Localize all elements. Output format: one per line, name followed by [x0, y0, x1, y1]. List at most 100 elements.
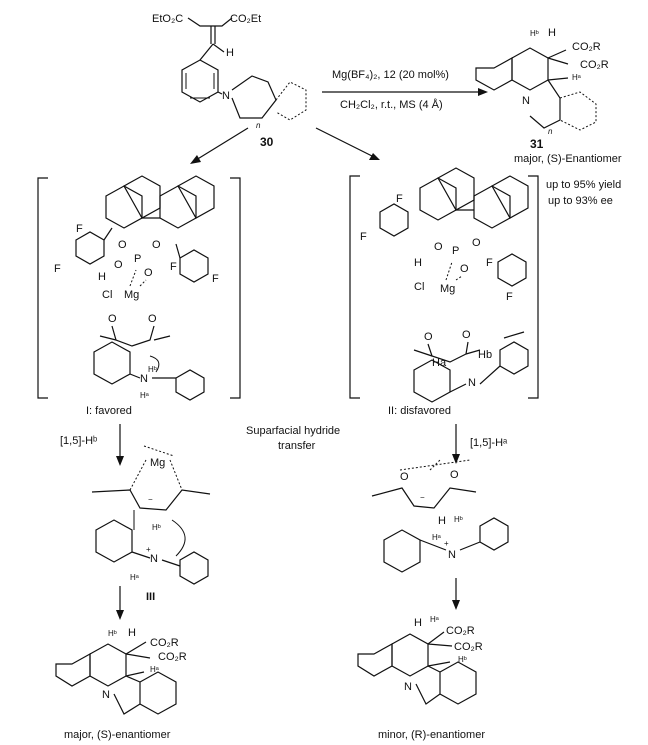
n-index-top: n	[256, 121, 261, 130]
minus-charge-right: −	[420, 493, 425, 502]
f-atom-8: F	[506, 291, 513, 303]
f-atom-4: F	[212, 273, 219, 285]
o-atom-8: O	[472, 237, 481, 249]
cl-atom: Cl	[102, 289, 112, 301]
hb-bottom-right: Hᵇ	[458, 655, 467, 664]
o-atom-10: O	[424, 331, 433, 343]
o-atom-2: O	[152, 239, 161, 251]
o-atom-4: O	[144, 267, 153, 279]
major-product-bottom: Hᵇ H CO₂R CO₂R Hᵃ N major, (S)-enantiome…	[55, 627, 187, 741]
conditions-line-1: Mg(BF₄)₂, 12 (20 mol%)	[332, 69, 449, 81]
ha-right-int: Hᵃ	[432, 533, 442, 542]
f-atom-7: F	[486, 257, 493, 269]
co2r-1-bottom-left: CO₂R	[150, 637, 179, 649]
intermediate-III: Mg − N + Hᵇ Hᵃ III	[91, 445, 211, 603]
mg-atom: Mg	[124, 289, 139, 301]
ha-III: Hᵃ	[130, 573, 140, 582]
center-note-line-2: transfer	[278, 440, 316, 452]
h-atom-phos-2: H	[414, 257, 422, 269]
compound-30-structure: EtO₂C CO₂Et H N n 30	[152, 13, 307, 149]
transition-state-II: F F F F O O P O H Cl Mg O O Ha Hb N II: …	[349, 167, 539, 417]
vinyl-h-label: H	[226, 47, 234, 59]
ha-ts1: Hᵃ	[140, 391, 150, 400]
ha-top-right: Hᵃ	[572, 73, 582, 82]
n-atom-ts1: N	[140, 373, 148, 385]
ester-right-label: CO₂Et	[230, 13, 261, 25]
cl-atom-2: Cl	[414, 281, 424, 293]
co2r-1-top-right: CO₂R	[572, 41, 601, 53]
mg-atom-3: Mg	[150, 457, 165, 469]
p-atom-2: P	[452, 245, 459, 257]
h-atom-right-int: H	[438, 515, 446, 527]
shift-arrow-right: [1,5]-Hᵃ	[452, 424, 508, 464]
h-bottom-right: H	[414, 617, 422, 629]
intermediate-right: O O − H Hᵃ N + Hᵇ	[371, 459, 509, 573]
branch-arrows	[190, 127, 380, 164]
hb-top-right: Hᵇ	[530, 29, 539, 38]
product-arrows	[116, 578, 460, 620]
compound-31-structure: Hᵇ H CO₂R CO₂R Hᵃ N n 31 major, (S)-Enan…	[475, 27, 622, 207]
hb-III: Hᵇ	[152, 523, 161, 532]
hb-right-int: Hᵇ	[454, 515, 463, 524]
n-atom-top: N	[222, 90, 230, 102]
co2r-2-bottom-left: CO₂R	[158, 651, 187, 663]
n-atom-ts2: N	[468, 377, 476, 389]
hb-ts1: Hᵇ	[148, 365, 157, 374]
center-note-line-1: Suparfacial hydride	[246, 425, 340, 437]
o-atom-13: O	[450, 469, 459, 481]
ts1-label: I: favored	[86, 405, 132, 417]
plus-charge-right: +	[444, 539, 449, 548]
ee-label: up to 93% ee	[548, 195, 613, 207]
o-atom-7: O	[434, 241, 443, 253]
f-atom-3: F	[170, 261, 177, 273]
f-atom-6: F	[360, 231, 367, 243]
transition-state-I: F F F F O O P O O H Cl Mg O O N Hᵇ Hᵃ I:…	[37, 175, 241, 417]
minus-charge-III: −	[148, 495, 153, 504]
ha-bottom-left: Hᵃ	[150, 665, 160, 674]
ts2-label: II: disfavored	[388, 405, 451, 417]
compound-30-label: 30	[260, 135, 274, 149]
n-atom-III: N	[150, 553, 158, 565]
f-atom-5: F	[396, 193, 403, 205]
plus-charge-III: +	[146, 545, 151, 554]
yield-label: up to 95% yield	[546, 179, 621, 191]
mg-atom-2: Mg	[440, 283, 455, 295]
major-bottom-label: major, (S)-enantiomer	[64, 729, 171, 741]
hb-bottom-left: Hᵇ	[108, 629, 117, 638]
f-atom-2: F	[54, 263, 61, 275]
f-atom-1: F	[76, 223, 83, 235]
ester-left-label: EtO₂C	[152, 13, 183, 25]
shift-left-label: [1,5]-Hᵇ	[60, 435, 97, 447]
n-index-top-right: n	[548, 127, 553, 136]
intermediate-III-label: III	[146, 591, 155, 603]
conditions-line-2: CH₂Cl₂, r.t., MS (4 Å)	[340, 98, 443, 111]
ha-bottom-right: Hᵃ	[430, 615, 440, 624]
co2r-2-top-right: CO₂R	[580, 59, 609, 71]
o-atom-9: O	[460, 263, 469, 275]
main-reaction-arrow: Mg(BF₄)₂, 12 (20 mol%) CH₂Cl₂, r.t., MS …	[322, 69, 488, 111]
h-bottom-left: H	[128, 627, 136, 639]
major-top-label: major, (S)-Enantiomer	[514, 153, 622, 165]
p-atom: P	[134, 253, 141, 265]
n-atom-right-int: N	[448, 549, 456, 561]
o-atom-11: O	[462, 329, 471, 341]
n-bottom-left: N	[102, 689, 110, 701]
n-top-right: N	[522, 95, 530, 107]
minor-product-bottom: H Hᵃ CO₂R CO₂R Hᵇ N minor, (R)-enantiome…	[357, 615, 485, 741]
o-atom-12: O	[400, 471, 409, 483]
h-top-right: H	[548, 27, 556, 39]
co2r-2-bottom-right: CO₂R	[454, 641, 483, 653]
o-atom-3: O	[114, 259, 123, 271]
o-atom-6: O	[148, 313, 157, 325]
shift-right-label: [1,5]-Hᵃ	[470, 437, 508, 449]
compound-31-label: 31	[530, 137, 544, 151]
hb-plain-ts2: Hb	[478, 349, 492, 361]
shift-arrow-left: [1,5]-Hᵇ	[60, 424, 124, 466]
minor-bottom-label: minor, (R)-enantiomer	[378, 729, 485, 741]
co2r-1-bottom-right: CO₂R	[446, 625, 475, 637]
h-atom-phos: H	[98, 271, 106, 283]
o-atom-5: O	[108, 313, 117, 325]
o-atom-1: O	[118, 239, 127, 251]
n-bottom-right: N	[404, 681, 412, 693]
